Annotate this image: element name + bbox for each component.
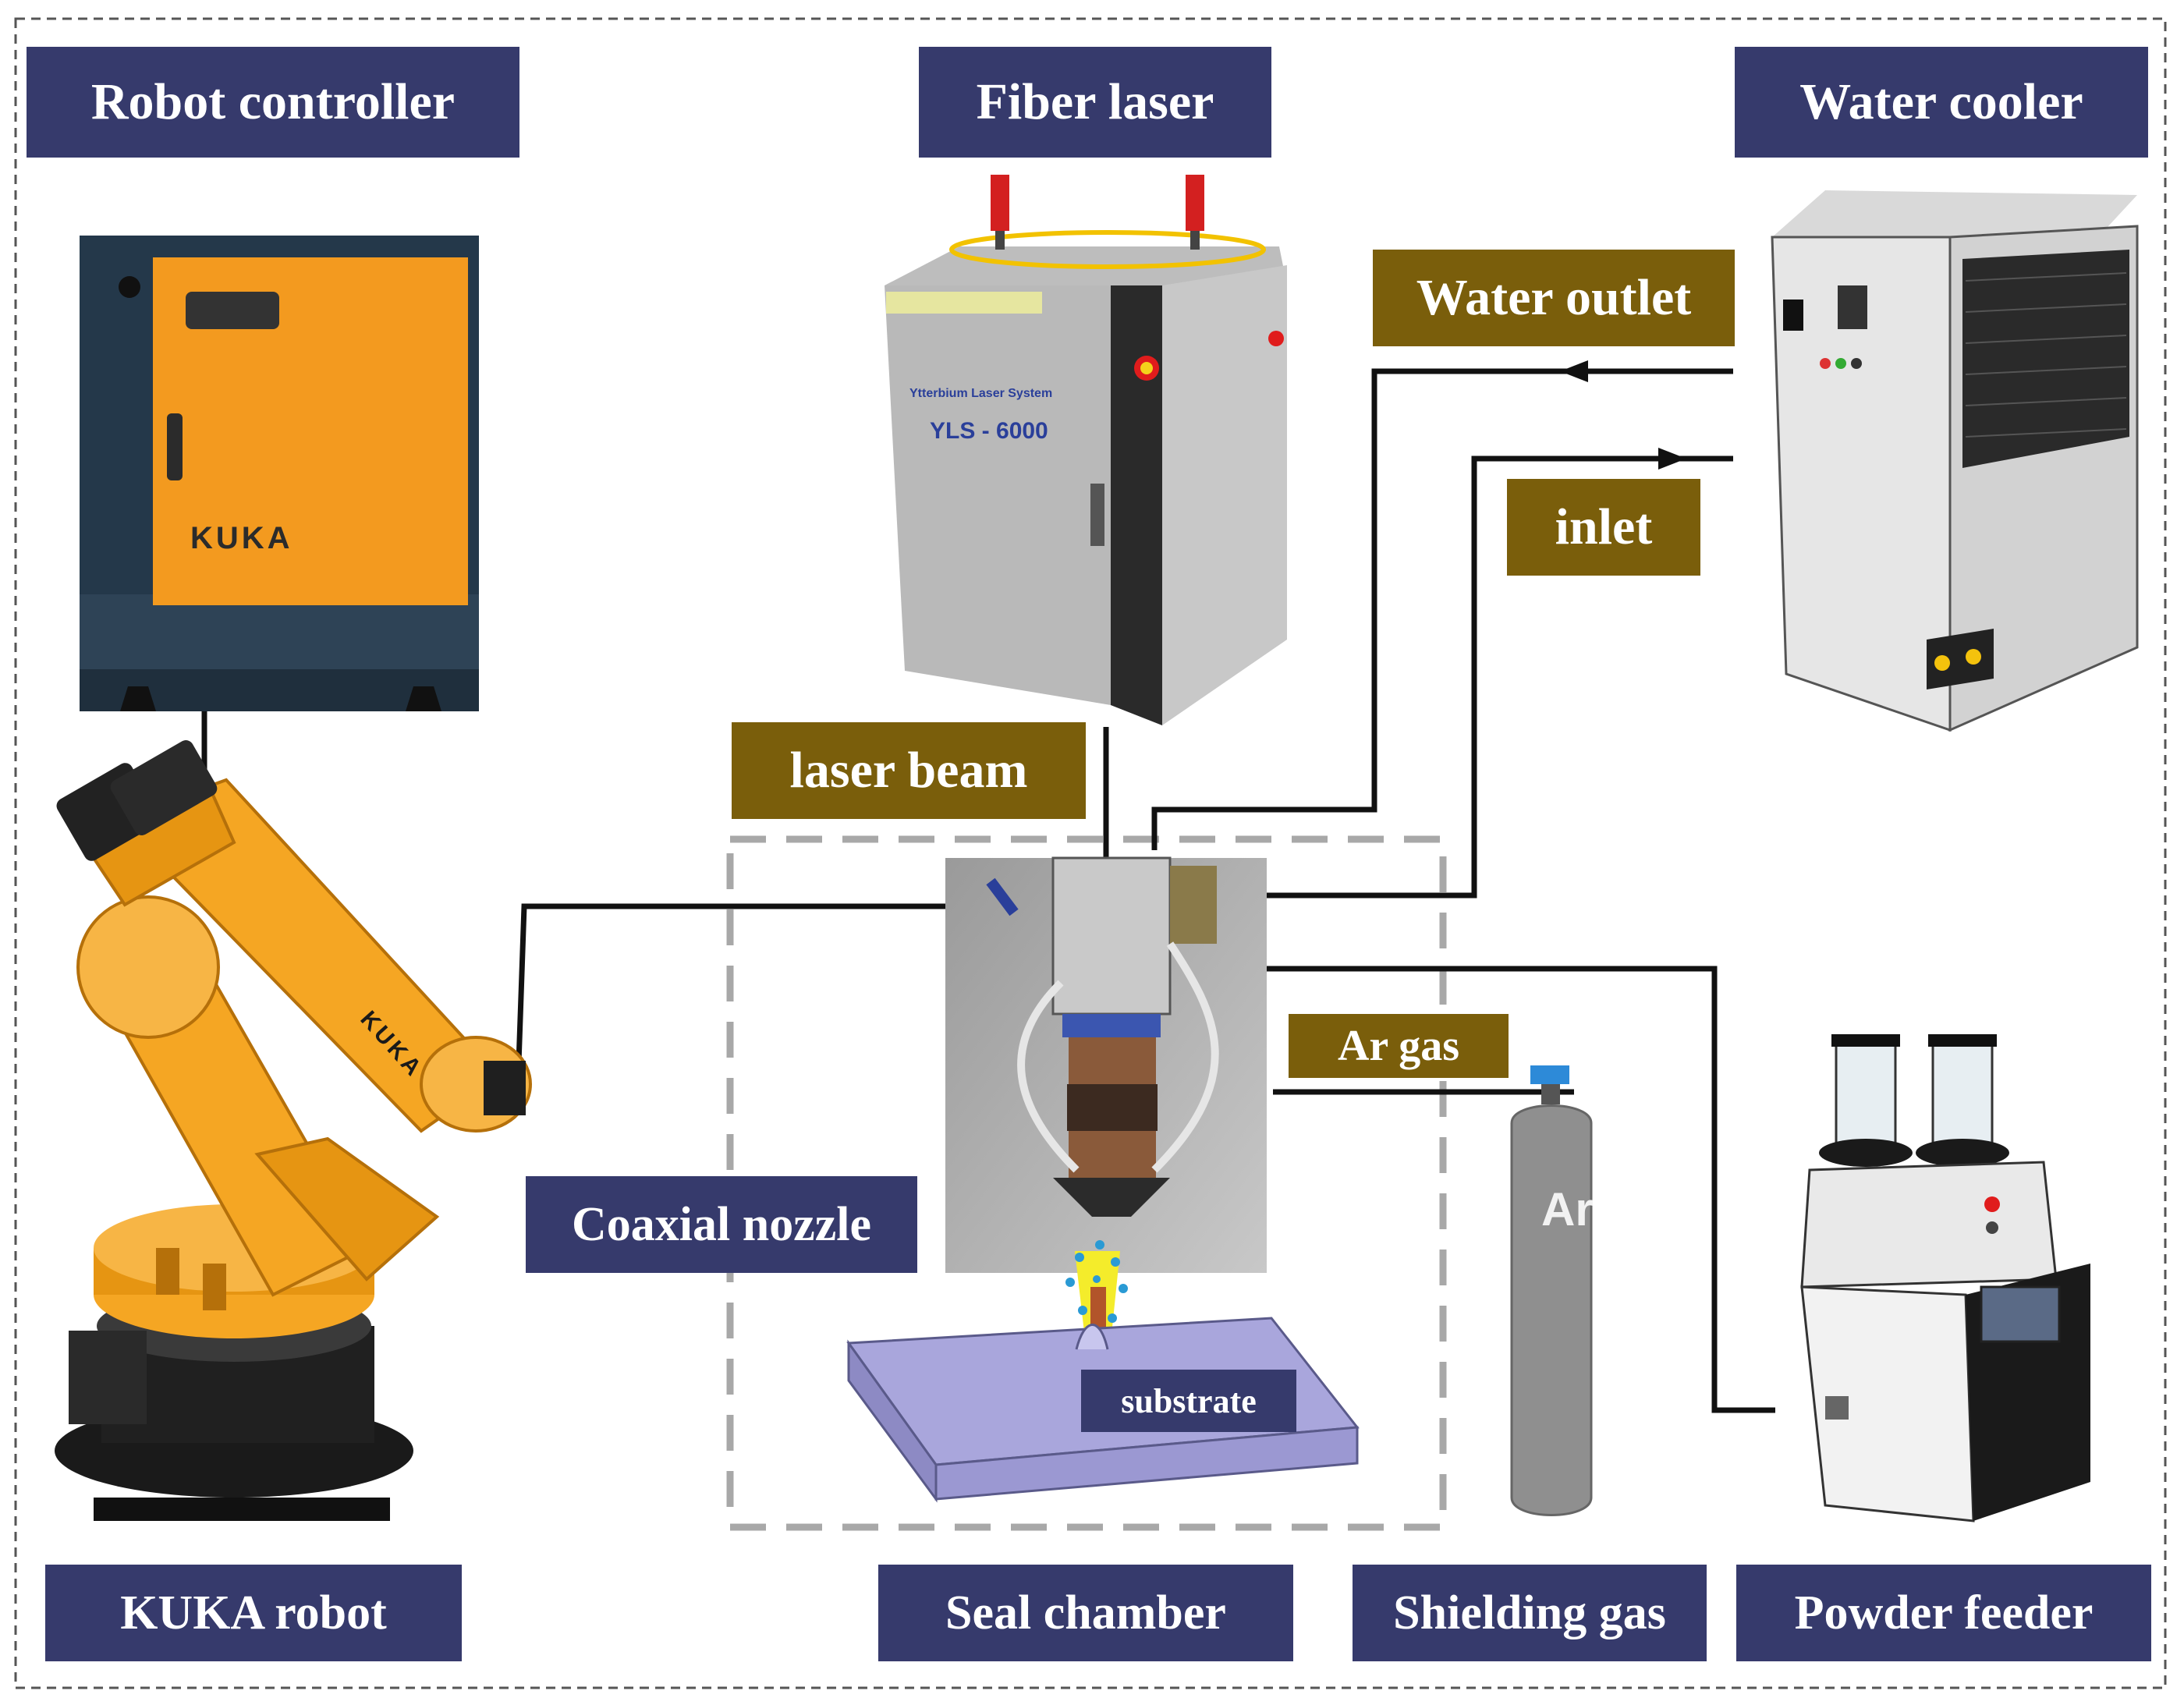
argon-cylinder-image	[1510, 1065, 1593, 1516]
seal-chamber-box	[726, 835, 1447, 1531]
cylinder-gas-text: Ar	[1541, 1183, 1594, 1235]
controller-brand-text: KUKA	[190, 521, 293, 555]
coaxial-nozzle-photo	[945, 856, 1267, 1273]
shielding-gas-label: Shielding gas	[1353, 1565, 1707, 1661]
coaxial-nozzle-label: Coaxial nozzle	[526, 1176, 917, 1273]
laser-system-text: Ytterbium Laser System	[909, 387, 1053, 400]
robot-controller-label: Robot controller	[27, 47, 519, 158]
water-cooler-label: Water cooler	[1735, 47, 2148, 158]
substrate-label: substrate	[1081, 1370, 1296, 1432]
powder-feeder-label: Powder feeder	[1736, 1565, 2151, 1661]
kuka-robot-label: KUKA robot	[45, 1565, 462, 1661]
water-outlet-label: Water outlet	[1373, 250, 1735, 346]
laser-model-text: YLS - 6000	[930, 418, 1048, 444]
water-cooler-image	[1733, 173, 2147, 735]
robot-nozzle-cable	[515, 903, 950, 1086]
water-outlet-line	[1151, 368, 1778, 850]
fiber-laser-label: Fiber laser	[919, 47, 1271, 158]
kuka-robot-image	[55, 740, 532, 1521]
ar-gas-label: Ar gas	[1289, 1014, 1509, 1078]
seal-chamber-label: Seal chamber	[878, 1565, 1293, 1661]
inlet-arrow-icon	[1658, 448, 1686, 470]
outlet-arrow-icon	[1560, 360, 1588, 382]
robot-controller-image	[80, 236, 479, 711]
powder-feed-line	[1265, 966, 1825, 1413]
fiber-laser-image	[869, 140, 1312, 727]
water-inlet-line	[1265, 455, 1778, 899]
laser-beam-label: laser beam	[732, 722, 1086, 819]
powder-feeder-image	[1775, 1020, 2094, 1526]
inlet-label: inlet	[1507, 479, 1700, 576]
outer-frame	[14, 17, 2167, 1689]
